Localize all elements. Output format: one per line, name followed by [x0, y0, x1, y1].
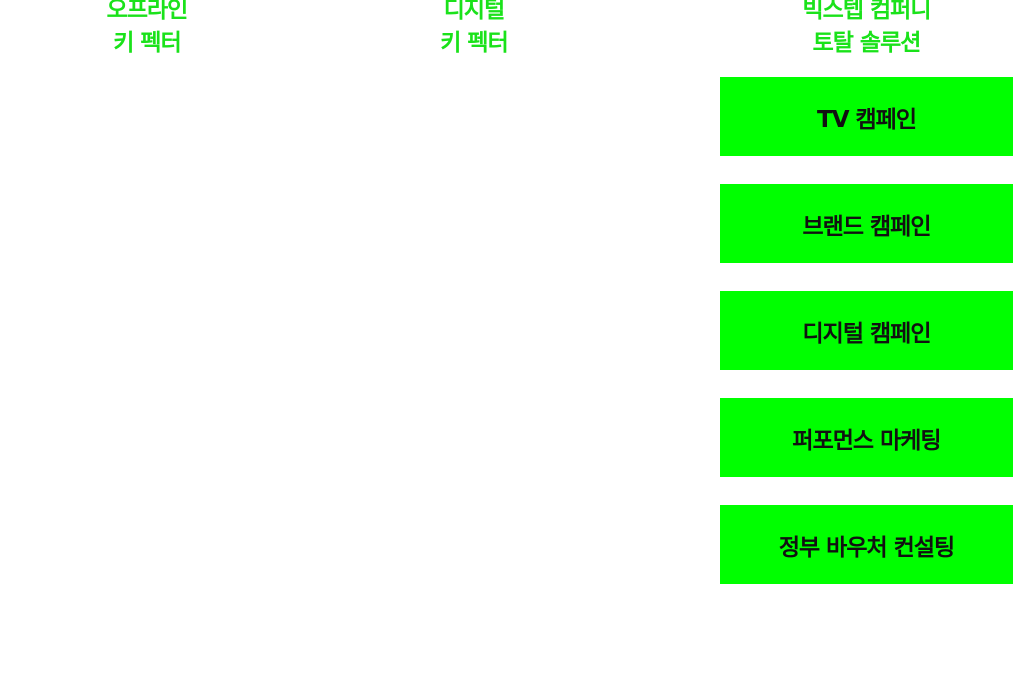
- offline-key-factor-heading: 오프라인 키 펙터: [47, 0, 247, 60]
- digital-heading-line2: 키 펙터: [440, 30, 509, 56]
- digital-key-factor-heading: 디지털 키 펙터: [374, 0, 574, 60]
- tv-campaign-button[interactable]: TV 캠페인: [720, 77, 1013, 156]
- performance-marketing-button[interactable]: 퍼포먼스 마케팅: [720, 398, 1013, 477]
- digital-campaign-button[interactable]: 디지털 캠페인: [720, 291, 1013, 370]
- government-voucher-consulting-button[interactable]: 정부 바우처 컨설팅: [720, 505, 1013, 584]
- total-solution-heading: 빅스텝 컴퍼니 토탈 솔루션: [720, 0, 1013, 60]
- digital-heading-line1: 디지털: [443, 0, 505, 23]
- service-list: TV 캠페인 브랜드 캠페인 디지털 캠페인 퍼포먼스 마케팅 정부 바우처 컨…: [720, 77, 1013, 584]
- total-solution-heading-line1: 빅스텝 컴퍼니: [802, 0, 932, 23]
- offline-heading-line2: 키 펙터: [113, 30, 182, 56]
- offline-heading-line1: 오프라인: [106, 0, 189, 23]
- total-solution-heading-line2: 토탈 솔루션: [812, 30, 922, 56]
- brand-campaign-button[interactable]: 브랜드 캠페인: [720, 184, 1013, 263]
